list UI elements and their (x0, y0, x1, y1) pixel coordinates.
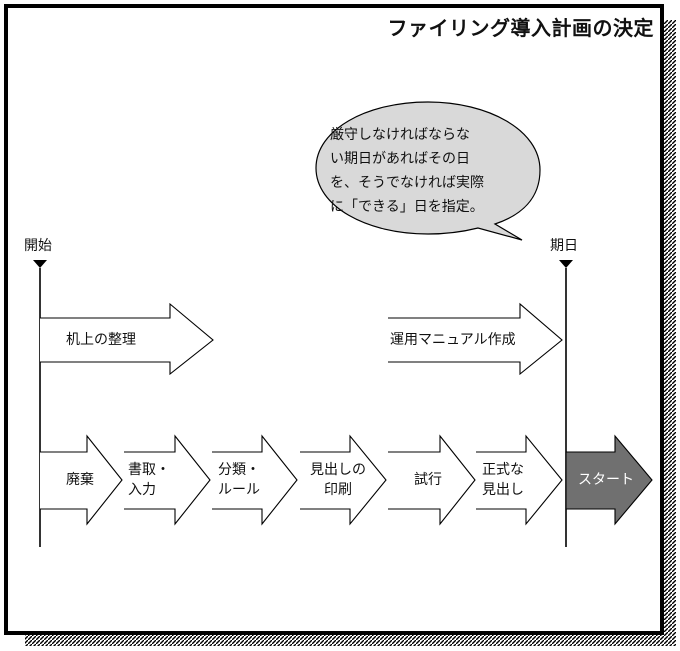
step-label-6: 正式な 見出し (482, 460, 542, 500)
frame-shadow-bottom (25, 632, 675, 646)
start-label: 開始 (24, 238, 52, 254)
start-marker-icon (33, 260, 47, 268)
start-step-label: スタート (578, 472, 634, 488)
arrow-label-manual-creation: 運用マニュアル作成 (390, 332, 516, 348)
page-title: ファイリング導入計画の決定 (387, 16, 654, 40)
step-label-3: 分類・ ルール (218, 460, 278, 500)
speech-bubble (315, 101, 541, 241)
step-label-line: 見出し (482, 482, 524, 498)
step-arrow-6 (476, 434, 563, 526)
bubble-line: を、そうでなければ実際 (330, 175, 484, 191)
step-label-4: 見出しの 印刷 (303, 460, 373, 500)
bubble-line: に「できる」日を指定。 (330, 199, 484, 215)
step-arrow-4 (300, 434, 387, 526)
step-label-line: 入力 (128, 482, 156, 498)
step-arrow-3 (212, 434, 298, 526)
bubble-line: 厳守しなければならな (330, 127, 470, 143)
deadline-marker-icon (559, 260, 573, 268)
arrow-desk-organize (40, 302, 214, 376)
bubble-line: い期日があればその日 (330, 151, 470, 167)
step-label-line: 見出しの (310, 462, 366, 478)
step-arrow-5 (388, 434, 476, 526)
frame-shadow-right (662, 20, 676, 646)
speech-bubble-text: 厳守しなければならな い期日があればその日 を、そうでなければ実際 に「できる」… (330, 123, 530, 219)
step-label-line: 正式な (482, 462, 524, 478)
step-label-line: 試行 (414, 472, 442, 488)
step-label-2: 書取・ 入力 (128, 460, 188, 500)
step-label-line: 印刷 (324, 482, 352, 498)
step-arrow-2 (124, 434, 211, 526)
step-label-line: ルール (218, 482, 260, 498)
step-label-5: 試行 (398, 470, 458, 490)
start-step-arrow (565, 434, 653, 526)
arrow-manual-creation (388, 302, 563, 376)
step-label-1: 廃棄 (50, 470, 110, 490)
step-arrow-1 (40, 434, 123, 526)
step-label-line: 書取・ (128, 462, 170, 478)
step-label-line: 分類・ (218, 462, 260, 478)
arrow-label-desk-organize: 机上の整理 (66, 332, 136, 348)
step-label-line: 廃棄 (66, 472, 94, 488)
deadline-label: 期日 (550, 238, 578, 254)
